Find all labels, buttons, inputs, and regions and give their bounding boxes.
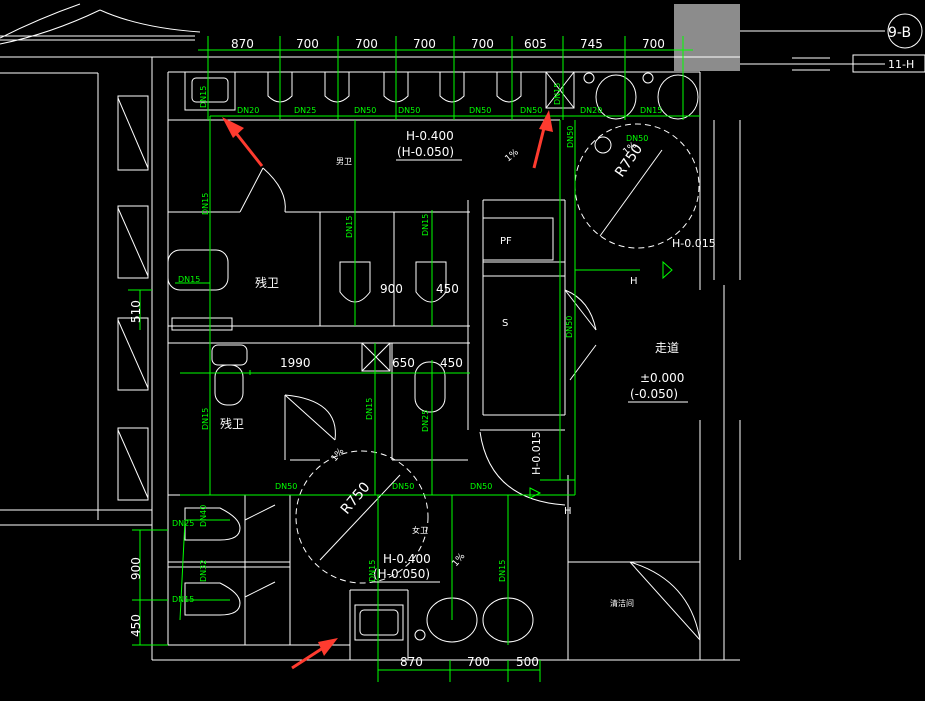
pipe-label: DN50	[398, 106, 420, 115]
symbol-h-2: H	[564, 506, 572, 517]
grid-bubble-1	[740, 13, 923, 49]
pipe-label: DN50	[469, 106, 491, 115]
pipe-label: DN50	[565, 316, 574, 338]
pipe-label: DN25	[172, 519, 194, 528]
dim-left-900: 900	[129, 557, 143, 580]
pipe-label: DN15	[345, 216, 354, 238]
room-labels: 男卫 残卫 残卫 女卫 走道 清洁间	[220, 157, 679, 608]
door-arcs-top-left	[0, 3, 201, 45]
grid-label-2: 11-H	[888, 58, 914, 71]
pipe-label: DN32	[199, 560, 208, 582]
room-accessible-1: 残卫	[255, 276, 279, 290]
pipe-label: DN15	[172, 595, 194, 604]
pipe-label: DN15	[199, 86, 208, 108]
pipe-label: DN15	[553, 83, 562, 105]
dim-top-7: 745	[580, 37, 603, 51]
level-corridor-b: (-0.050)	[630, 387, 678, 401]
windows-left	[117, 95, 149, 501]
pipe-label: DN50	[354, 106, 376, 115]
top-dimension-labels: 870 700 700 700 700 605 745 700	[231, 37, 665, 51]
dim-left-510: 510	[129, 300, 143, 323]
slope-1: 1%	[504, 147, 522, 164]
dim-top-4: 700	[413, 37, 436, 51]
dim-left-450: 450	[129, 614, 143, 637]
pipe-label: DN15	[368, 560, 377, 582]
pipe-label: DN15	[421, 214, 430, 236]
room-women: 女卫	[412, 525, 428, 535]
grid-label-1: 9-B	[888, 25, 911, 41]
pipe-label: DN15	[640, 106, 662, 115]
grey-block	[674, 4, 740, 71]
level-015-a: H-0.015	[672, 237, 716, 250]
grid-bubble-2	[740, 54, 925, 73]
slope-marks: 1% 1% 1% 1%	[330, 140, 640, 569]
pipe-label: DN15	[178, 275, 200, 284]
room-accessible-2: 残卫	[220, 417, 244, 431]
level-2: H-0.400	[383, 552, 431, 566]
turning-circles	[295, 123, 700, 584]
pipes	[128, 36, 700, 682]
dim-bottom-2: 700	[467, 655, 490, 669]
pipe-label: DN20	[237, 106, 259, 115]
pipe-label: DN15	[201, 193, 210, 215]
room-men: 男卫	[336, 157, 352, 166]
pipe-labels: DN15 DN20 DN25 DN50 DN50 DN50 DN50 DN15 …	[172, 83, 662, 604]
dim-1990: 1990	[280, 356, 311, 370]
dim-top-1: 870	[231, 37, 254, 51]
dim-top-8: 700	[642, 37, 665, 51]
slope-4: 1%	[451, 551, 468, 569]
dim-bottom-3: 500	[516, 655, 539, 669]
pipe-label: DN50	[566, 126, 575, 148]
dim-900: 900	[380, 282, 403, 296]
pipe-label: DN15	[498, 560, 507, 582]
dim-top-5: 700	[471, 37, 494, 51]
pipe-label: DN50	[520, 106, 542, 115]
pipe-label: DN15	[365, 398, 374, 420]
dim-bottom-1: 870	[400, 655, 423, 669]
pipe-label: DN20	[580, 106, 602, 115]
symbol-pf: PF	[500, 236, 512, 247]
doors	[239, 167, 701, 641]
level-corridor: ±0.000	[640, 371, 684, 385]
dim-650: 650	[392, 356, 415, 370]
pipe-label: DN15	[201, 408, 210, 430]
radius-lines	[319, 149, 663, 561]
pipe-label: DN50	[626, 134, 648, 143]
dim-450-a: 450	[440, 356, 463, 370]
bottom-dimension-labels: 870 700 500	[400, 655, 539, 669]
annotation-arrows	[222, 110, 553, 670]
symbol-h-1: H	[630, 276, 638, 287]
pipe-label: DN50	[470, 482, 492, 491]
room-janitor: 清洁间	[610, 598, 634, 608]
dim-top-6: 605	[524, 37, 547, 51]
dim-450-b: 450	[436, 282, 459, 296]
mid-dimension-labels: 1990 650 450 900 450	[280, 282, 463, 370]
pipe-label: DN25	[294, 106, 316, 115]
level-2b: (H-0.050)	[373, 567, 430, 581]
level-1: H-0.400	[406, 129, 454, 143]
level-labels: H-0.400 (H-0.050) H-0.400 (H-0.050) ±0.0…	[372, 129, 716, 583]
pipe-label: DN50	[392, 482, 414, 491]
level-1b: (H-0.050)	[397, 145, 454, 159]
room-corridor: 走道	[655, 341, 679, 355]
slope-3: 1%	[330, 446, 347, 464]
equipment-symbols: PF S H H	[500, 236, 638, 517]
level-015-b: H-0.015	[530, 431, 543, 475]
symbol-s: S	[502, 318, 508, 329]
radius-label-2: R750	[338, 479, 374, 517]
pipe-label: DN25	[421, 410, 430, 432]
pipe-label: DN50	[275, 482, 297, 491]
pipe-label: DN40	[199, 505, 208, 527]
dim-top-3: 700	[355, 37, 378, 51]
dim-top-2: 700	[296, 37, 319, 51]
